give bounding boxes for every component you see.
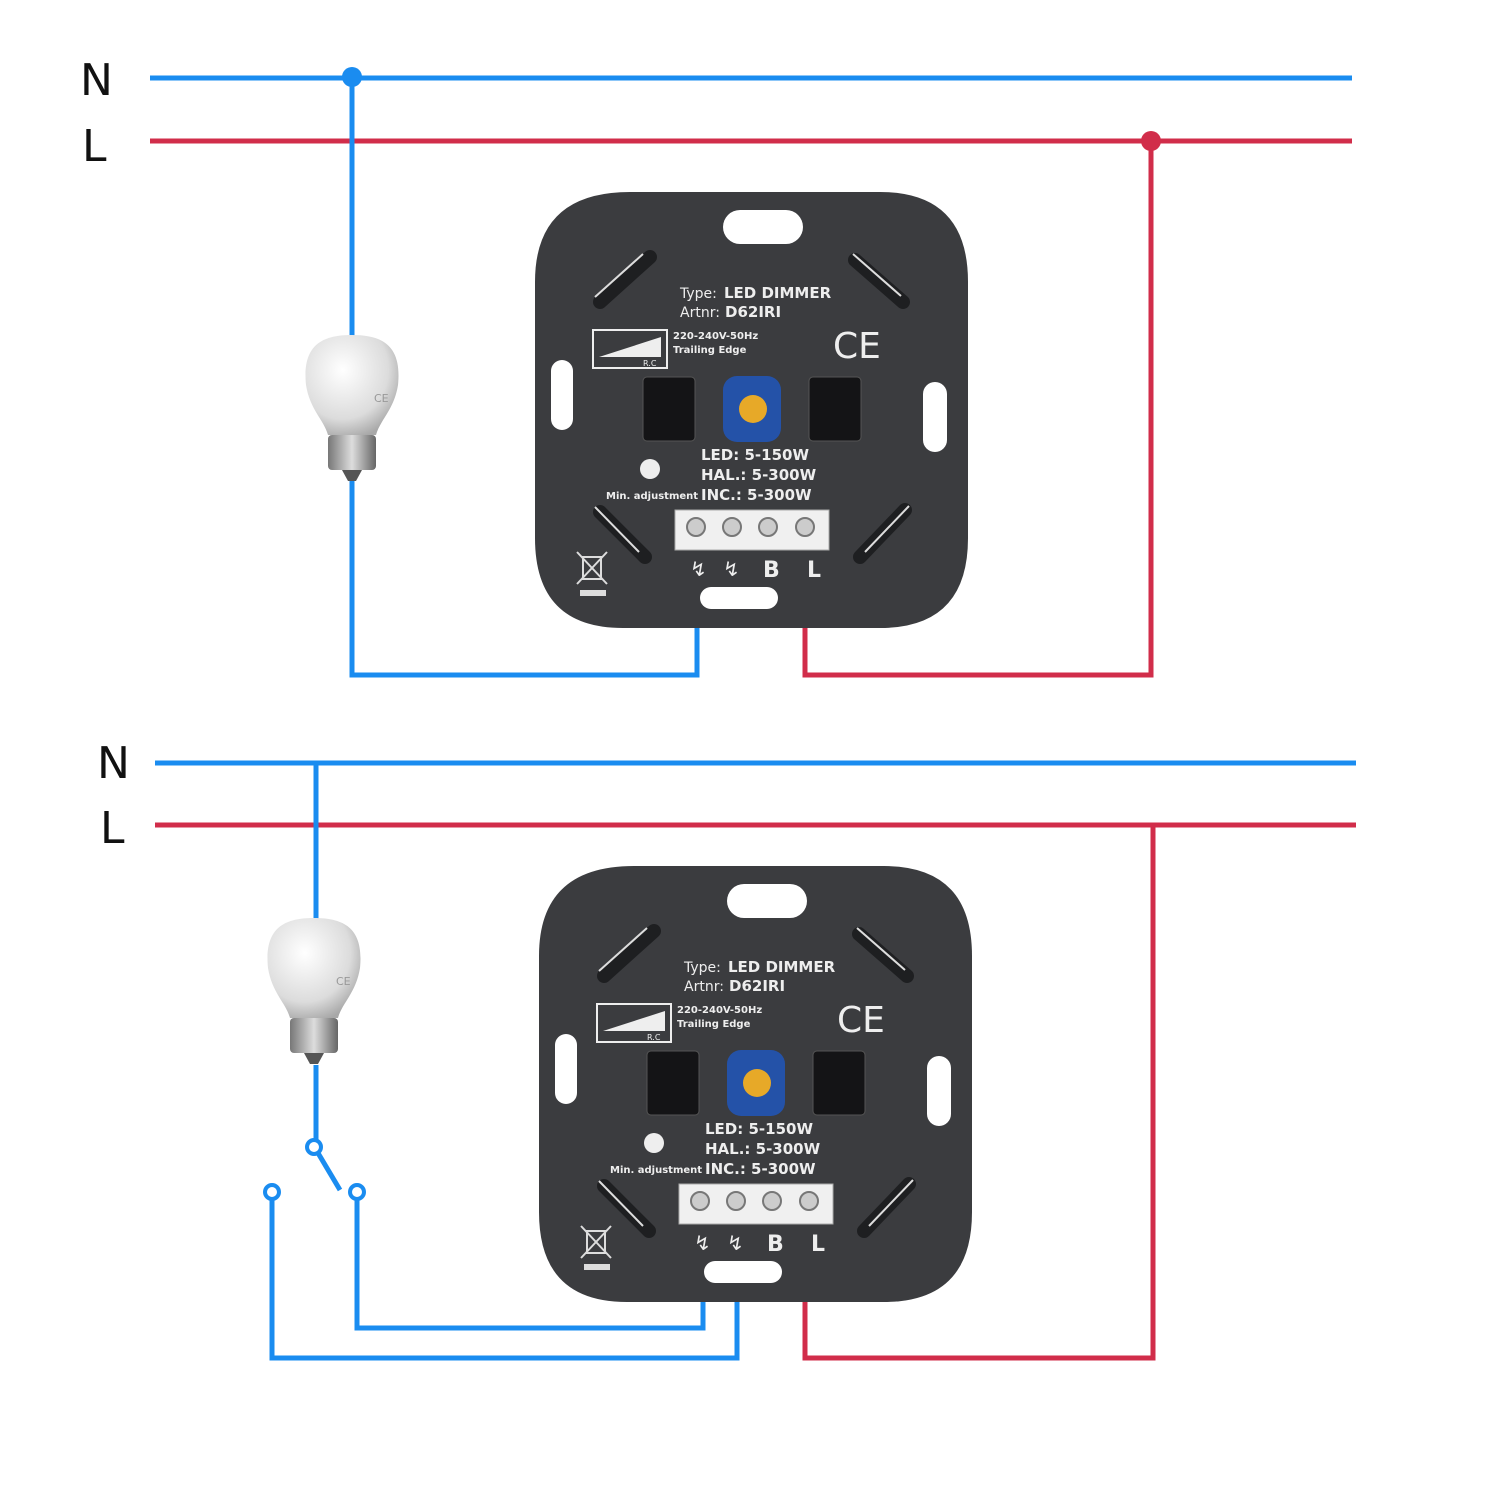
screw-slot-highlights	[594, 253, 910, 553]
dimmed-terminal-1-icon: ↯	[690, 557, 707, 581]
rc-box	[596, 1003, 672, 1043]
diagram-2: N L CE	[97, 738, 1356, 1361]
type-value: LED DIMMER	[728, 958, 836, 976]
dimmer-module: Type: LED DIMMER Artnr: D62IRI R.C 220-2…	[535, 192, 968, 628]
hal-rating: HAL.: 5-300W	[701, 466, 817, 484]
light-bulb-icon: CE	[305, 335, 399, 481]
min-adjustment-icon	[644, 1133, 664, 1153]
inc-rating: INC.: 5-300W	[705, 1160, 816, 1178]
ce-mark: CE	[837, 1000, 885, 1041]
dimmed-terminal-2-icon: ↯	[727, 1231, 744, 1255]
min-adjustment-label: Min. adjustment	[606, 491, 698, 502]
artnr-prefix: Artnr:	[680, 305, 720, 321]
min-adjustment-knob[interactable]	[739, 395, 767, 423]
type-value: LED DIMMER	[724, 284, 832, 302]
terminal-b-label: B	[767, 1232, 784, 1257]
svg-text:CE: CE	[336, 975, 351, 988]
type-prefix: Type:	[683, 960, 721, 976]
weee-bar	[580, 590, 606, 596]
inc-rating: INC.: 5-300W	[701, 486, 812, 504]
voltage-text: 220-240V-50Hz	[673, 331, 758, 342]
min-adjustment-label: Min. adjustment	[610, 1165, 702, 1176]
mount-slot	[927, 1056, 951, 1126]
terminal-opening	[812, 1050, 866, 1116]
terminal-l-label: L	[807, 558, 821, 583]
weee-bin-icon	[580, 1225, 612, 1259]
neutral-junction	[342, 67, 362, 87]
terminal-screws	[686, 517, 815, 537]
type-prefix: Type:	[679, 286, 717, 302]
mount-slot	[704, 1261, 782, 1283]
mount-slot	[551, 360, 573, 430]
weee-bar	[584, 1264, 610, 1270]
led-rating: LED: 5-150W	[705, 1120, 813, 1138]
terminal-opening	[808, 376, 862, 442]
rc-box	[592, 329, 668, 369]
dimmed-terminal-1-icon: ↯	[694, 1231, 711, 1255]
mode-text: Trailing Edge	[673, 345, 747, 356]
rc-label: R.C	[647, 1033, 661, 1042]
dimming-ramp-icon	[603, 1011, 665, 1031]
terminal-screws	[690, 1191, 819, 1211]
dimmer-module: Type: LED DIMMER Artnr: D62IRI R.C 220-2…	[539, 866, 972, 1302]
mount-slot	[700, 587, 778, 609]
changeover-switch	[263, 1138, 366, 1201]
mount-slot	[923, 382, 947, 452]
neutral-label: N	[97, 738, 130, 789]
artnr-value: D62IRI	[729, 977, 785, 995]
terminal-opening	[646, 1050, 700, 1116]
screw-slot-highlights	[598, 927, 914, 1227]
neutral-label: N	[80, 55, 113, 106]
mount-slot	[555, 1034, 577, 1104]
switch-lever	[315, 1151, 343, 1192]
dimmed-terminal-2-icon: ↯	[723, 557, 740, 581]
rc-label: R.C	[643, 359, 657, 368]
weee-bin-icon	[576, 551, 608, 585]
mode-text: Trailing Edge	[677, 1019, 751, 1030]
terminal-l-label: L	[811, 1232, 825, 1257]
ce-mark: CE	[833, 326, 881, 367]
mount-slot	[723, 210, 803, 244]
terminal-b-label: B	[763, 558, 780, 583]
live-label: L	[100, 803, 125, 854]
min-adjustment-icon	[640, 459, 660, 479]
svg-text:CE: CE	[374, 392, 389, 405]
voltage-text: 220-240V-50Hz	[677, 1005, 762, 1016]
terminal-opening	[642, 376, 696, 442]
mount-slot	[727, 884, 807, 918]
led-rating: LED: 5-150W	[701, 446, 809, 464]
artnr-value: D62IRI	[725, 303, 781, 321]
artnr-prefix: Artnr:	[684, 979, 724, 995]
live-junction	[1141, 131, 1161, 151]
light-bulb-icon: CE	[267, 918, 361, 1064]
min-adjustment-knob[interactable]	[743, 1069, 771, 1097]
live-label: L	[82, 121, 107, 172]
dimming-ramp-icon	[599, 337, 661, 357]
diagram-1: N L CE	[80, 55, 1352, 678]
hal-rating: HAL.: 5-300W	[705, 1140, 821, 1158]
